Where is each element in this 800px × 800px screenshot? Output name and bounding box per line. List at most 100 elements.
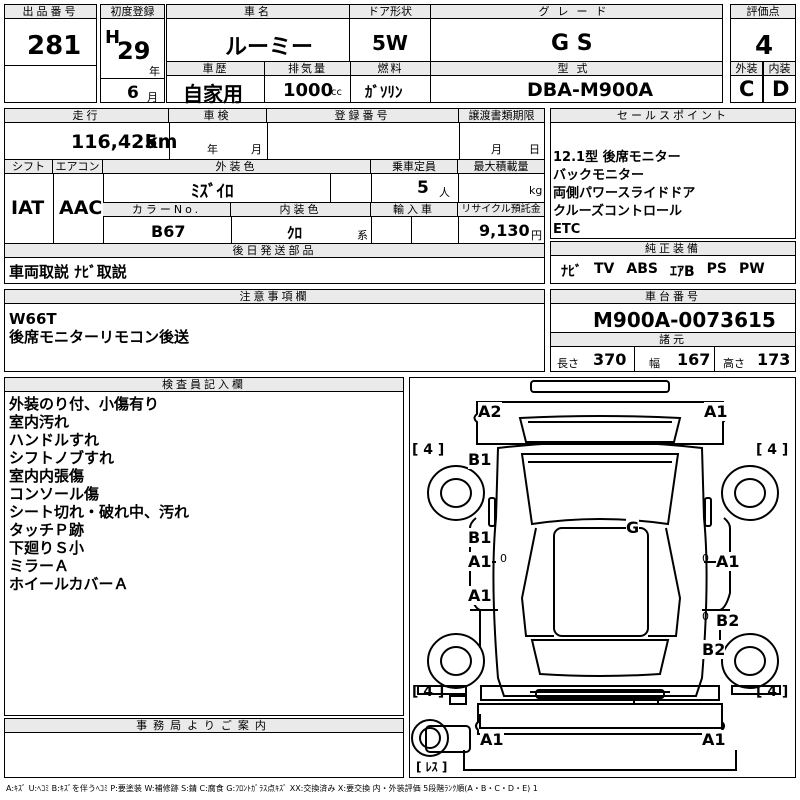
score-value: 4 xyxy=(755,31,774,61)
sales-point: バックモニター xyxy=(553,168,645,183)
lot-label: 出品番号 xyxy=(5,5,96,19)
equipment-item: PS xyxy=(706,261,727,277)
equipment-label: 純正装備 xyxy=(551,242,795,256)
equipment-item: ﾅﾋﾞ xyxy=(561,264,582,280)
sales-point: 両側パワースライドドア xyxy=(553,186,696,201)
model-box: DBA-M900A xyxy=(430,75,723,103)
color-no-label: カラーNo. xyxy=(103,203,231,217)
handover-month-unit: 月 xyxy=(491,143,502,156)
registration-label: 初度登録 xyxy=(101,5,164,19)
car-diagram: [ 4 ] [ 4 ] [ 4 ] [ 4 ] A2 A1 B1 B1 A1 0… xyxy=(409,377,796,778)
car-name-box: 車名 ルーミー xyxy=(166,4,350,62)
later-parts-value: 車両取説 ﾅﾋﾞ取説 xyxy=(9,263,127,281)
mark-rear-left: A1 xyxy=(480,730,504,749)
exterior-color-value: ﾐｽﾞｲﾛ xyxy=(191,182,234,202)
inspector-line: 下廻りＳ小 xyxy=(9,539,85,557)
grade-label: グレード xyxy=(431,5,722,19)
grade-value: G S xyxy=(551,31,593,56)
import-label: 輸入車 xyxy=(371,203,458,217)
max-load-unit: kg xyxy=(529,184,543,197)
sales-points-label: セールスポイント xyxy=(551,109,795,123)
note-line: 後席モニターリモコン後送 xyxy=(9,328,190,346)
mark-front-right: A1 xyxy=(704,402,728,421)
door-box: ドア形状 5W xyxy=(349,4,431,62)
tire-rr: [ 4 ] xyxy=(756,684,789,700)
notes-list: W66T 後席モニターリモコン後送 xyxy=(9,310,189,346)
equipment-item: TV xyxy=(594,261,615,277)
registration-year-unit: 年 xyxy=(149,65,160,78)
aircon-value: AAC xyxy=(59,197,103,219)
mark-zero-right-rear: 0 xyxy=(702,610,709,623)
registration-month: 6 xyxy=(127,83,139,103)
fuel-value: ｶﾞｿﾘﾝ xyxy=(365,83,403,101)
inspector-line: タッチＰ跡 xyxy=(9,521,85,539)
mark-roof: G xyxy=(626,518,640,537)
model-value: DBA-M900A xyxy=(527,79,654,101)
displacement-value: 1000 xyxy=(283,80,334,101)
sales-points-list: 12.1型 後席モニター バックモニター 両側パワースライドドア クルーズコント… xyxy=(553,149,695,239)
max-load-label: 最大積載量 xyxy=(458,160,544,174)
exterior-color-label: 外装色 xyxy=(103,160,371,174)
inspector-line: 外装のり付、小傷有り xyxy=(9,395,160,413)
mileage-unit: km xyxy=(145,131,178,153)
sales-point: クルーズコントロール xyxy=(553,204,682,219)
equipment-item: PW xyxy=(739,261,765,277)
handover-day-unit: 日 xyxy=(529,143,540,156)
mark-rear-right: A1 xyxy=(702,730,726,749)
door-type: 5W xyxy=(372,31,408,55)
car-name: ルーミー xyxy=(225,35,314,60)
history-value: 自家用 xyxy=(183,82,243,106)
capacity-value: 5 xyxy=(417,178,429,198)
inspector-box: 検査員記入欄 外装のり付、小傷有り 室内汚れ ハンドルすれ シフトノブすれ 室内… xyxy=(4,377,404,716)
inspector-line: ホイールカバーＡ xyxy=(9,575,129,593)
score-label: 評価点 xyxy=(731,5,795,19)
capacity-label: 乗車定員 xyxy=(371,160,458,174)
inspector-line: ハンドルすれ xyxy=(9,431,100,449)
inspector-list: 外装のり付、小傷有り 室内汚れ ハンドルすれ シフトノブすれ 室内内張傷 コンソ… xyxy=(9,395,189,593)
inspector-line: 室内内張傷 xyxy=(9,467,85,485)
lot-box: 出品番号 281 xyxy=(4,4,97,103)
note-line: W66T xyxy=(9,310,57,328)
inspector-line: シフトノブすれ xyxy=(9,449,115,467)
office-label: 事務局よりご案内 xyxy=(5,719,403,733)
fuel-label: 燃料 xyxy=(350,61,431,76)
inspector-label: 検査員記入欄 xyxy=(5,378,403,392)
exterior-score-label: 外装 xyxy=(730,61,763,76)
notes-label: 注意事項欄 xyxy=(5,290,544,304)
shift-label: シフト xyxy=(5,160,53,174)
score-box: 評価点 4 xyxy=(730,4,796,62)
mark-zero-right: 0 xyxy=(702,552,709,565)
equipment-item: ｴｱB xyxy=(669,264,695,280)
car-outline xyxy=(411,380,781,771)
mark-right-rear-fender: B2 xyxy=(702,640,726,659)
width-label: 幅 xyxy=(649,357,660,370)
shift-value: IAT xyxy=(11,197,45,219)
mileage-value: 116,425 xyxy=(71,131,158,153)
equipment-list: ﾅﾋﾞ TV ABS ｴｱB PS PW xyxy=(561,261,765,281)
lot-number: 281 xyxy=(27,31,82,61)
inspector-line: ミラーＡ xyxy=(9,557,70,575)
equipment-box: 純正装備 ﾅﾋﾞ TV ABS ｴｱB PS PW xyxy=(550,241,796,284)
displacement-unit: cc xyxy=(331,87,342,98)
recycle-unit: 円 xyxy=(531,229,542,242)
later-parts-label: 後日発送部品 xyxy=(5,244,544,258)
registration-year: 29 xyxy=(117,37,151,65)
mark-left-front-fender: B1 xyxy=(468,450,492,469)
model-label: 型式 xyxy=(430,61,723,76)
interior-score-box: D xyxy=(763,75,796,103)
capacity-unit: 人 xyxy=(439,186,450,199)
vehicle-details: 走行 車検 登録番号 譲渡書類期限 116,425 km 年 月 月 日 シフト… xyxy=(4,108,545,284)
inspector-line: シート切れ・破れ中、汚れ xyxy=(9,503,190,521)
recycle-label: リサイクル預託金 xyxy=(458,203,544,217)
inspector-line: コンソール傷 xyxy=(9,485,100,503)
grade-box: グレード G S xyxy=(430,4,723,62)
height-value: 173 xyxy=(757,350,791,369)
length-label: 長さ xyxy=(557,357,579,370)
interior-color-value: ｸﾛ xyxy=(287,224,303,242)
exterior-score-value: C xyxy=(739,77,755,101)
height-label: 高さ xyxy=(723,357,745,370)
registration-era: H xyxy=(105,27,121,48)
legend: A:ｷｽﾞ U:ﾍｺﾐ B:ｷｽﾞを伴うﾍｺﾐ P:要塗装 W:補修跡 S:錆 … xyxy=(6,784,538,793)
chassis-box: 車台番号 M900A-0073615 諸元 長さ 370 幅 167 高さ 17… xyxy=(550,289,796,372)
sales-points-box: セールスポイント 12.1型 後席モニター バックモニター 両側パワースライドド… xyxy=(550,108,796,239)
